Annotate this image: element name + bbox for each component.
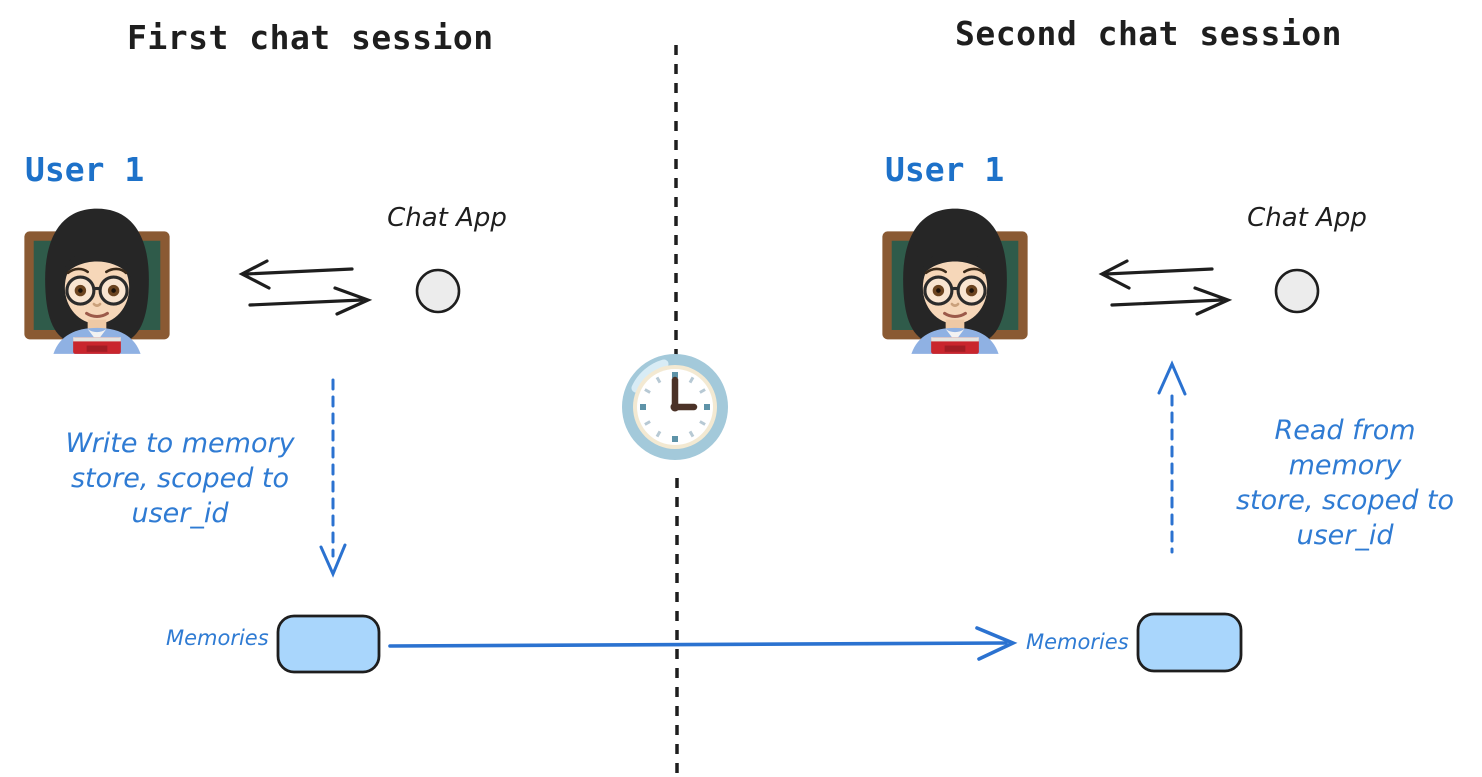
left-chat-app-label: Chat App [387, 203, 507, 233]
first-session-title: First chat session [127, 18, 494, 57]
center-clock-icon [620, 352, 730, 462]
woman-teacher-emoji-icon [24, 208, 170, 354]
left-memory-store-box [276, 614, 381, 674]
write-to-memory-dashed-arrow [319, 378, 347, 578]
left-user-label: User 1 [25, 150, 145, 189]
write-to-memory-annotation: Write to memory store, scoped to user_id [65, 428, 295, 529]
right-memory-store-box [1136, 612, 1243, 673]
right-chat-app-circle-node [1274, 268, 1320, 314]
right-user-chatapp-arrows [1098, 259, 1233, 316]
right-chat-app-label: Chat App [1247, 203, 1367, 233]
left-user-avatar [14, 196, 180, 354]
right-user-avatar [872, 196, 1038, 354]
right-memories-label: Memories [1026, 630, 1129, 654]
session-divider-dashed-line [674, 45, 679, 777]
second-session-title: Second chat session [955, 14, 1342, 53]
memories-transfer-arrow [388, 626, 1018, 661]
left-memories-label: Memories [166, 626, 269, 650]
clock-emoji-icon [622, 354, 728, 460]
read-from-memory-annotation: Read from memory store, scoped to user_i… [1235, 415, 1455, 551]
woman-teacher-emoji-icon [882, 208, 1028, 354]
left-user-chatapp-arrows [238, 259, 373, 316]
left-chat-app-circle-node [415, 268, 461, 314]
right-user-label: User 1 [885, 150, 1005, 189]
read-from-memory-dashed-arrow [1157, 360, 1187, 554]
